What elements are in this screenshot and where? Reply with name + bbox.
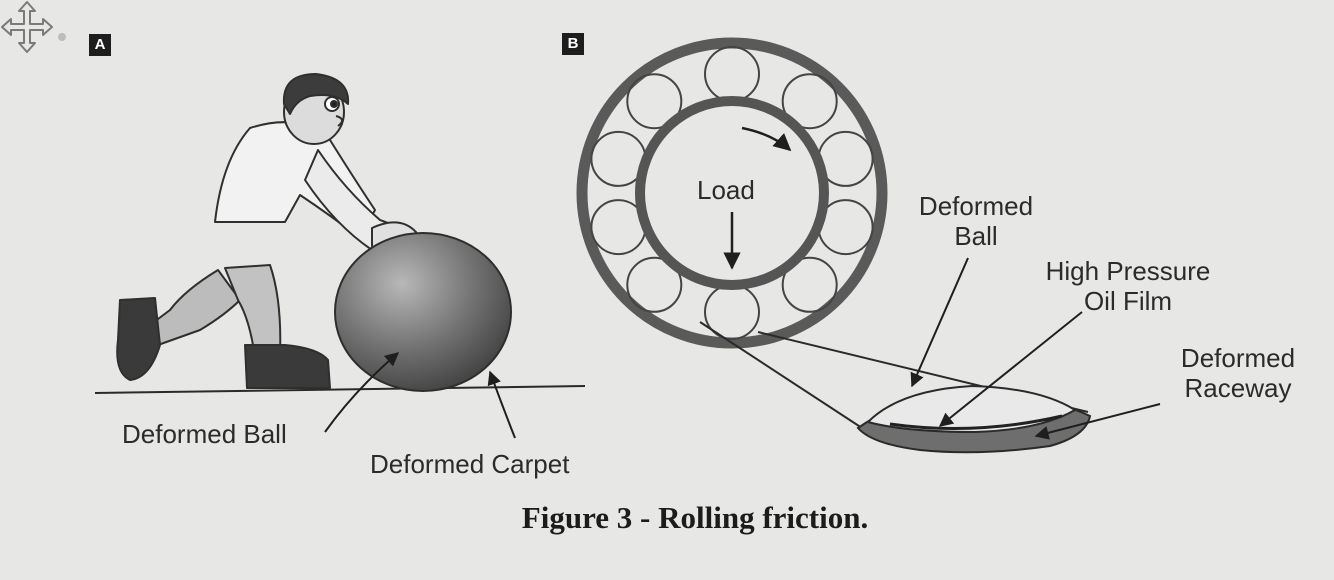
label-deformed-raceway: Deformed Raceway	[1158, 343, 1318, 403]
carpet-line	[94, 385, 586, 394]
deformed-ball-b-shape	[866, 384, 1077, 434]
label-deformed-raceway-line2: Raceway	[1184, 373, 1292, 403]
contact-detail	[856, 384, 1092, 454]
leader-ball-b	[910, 257, 969, 388]
label-deformed-raceway-line1: Deformed	[1180, 343, 1296, 373]
label-deformed-ball-a: Deformed Ball	[122, 419, 287, 449]
rotation-arrow	[741, 126, 792, 152]
label-deformed-ball-b: Deformed Ball	[896, 191, 1056, 251]
label-deformed-ball-b-line1: Deformed	[918, 191, 1034, 221]
figure-caption: Figure 3 - Rolling friction.	[521, 500, 869, 535]
label-deformed-carpet: Deformed Carpet	[370, 449, 570, 479]
label-oil-film-line1: High Pressure	[1045, 256, 1211, 286]
inner-race	[635, 96, 829, 290]
deformed-ball-a-shape	[334, 232, 512, 392]
label-load: Load	[697, 175, 755, 205]
move-arrows-icon[interactable]	[0, 0, 54, 54]
label-oil-film: High Pressure Oil Film	[1020, 256, 1236, 316]
panel-tag-a: A	[89, 34, 111, 56]
panel-tag-b: B	[562, 33, 584, 55]
label-deformed-ball-b-line2: Ball	[954, 221, 998, 251]
roller-balls	[590, 46, 874, 340]
zoom-line-left	[699, 321, 863, 429]
person-figure	[116, 73, 418, 389]
leader-raceway	[1034, 403, 1161, 440]
oil-film-shape	[889, 414, 1063, 430]
leader-carpet	[487, 370, 516, 439]
leader-ball-a	[324, 352, 400, 433]
corner-dot	[58, 33, 66, 41]
label-oil-film-line2: Oil Film	[1083, 286, 1173, 316]
leader-oil-film	[938, 311, 1083, 427]
